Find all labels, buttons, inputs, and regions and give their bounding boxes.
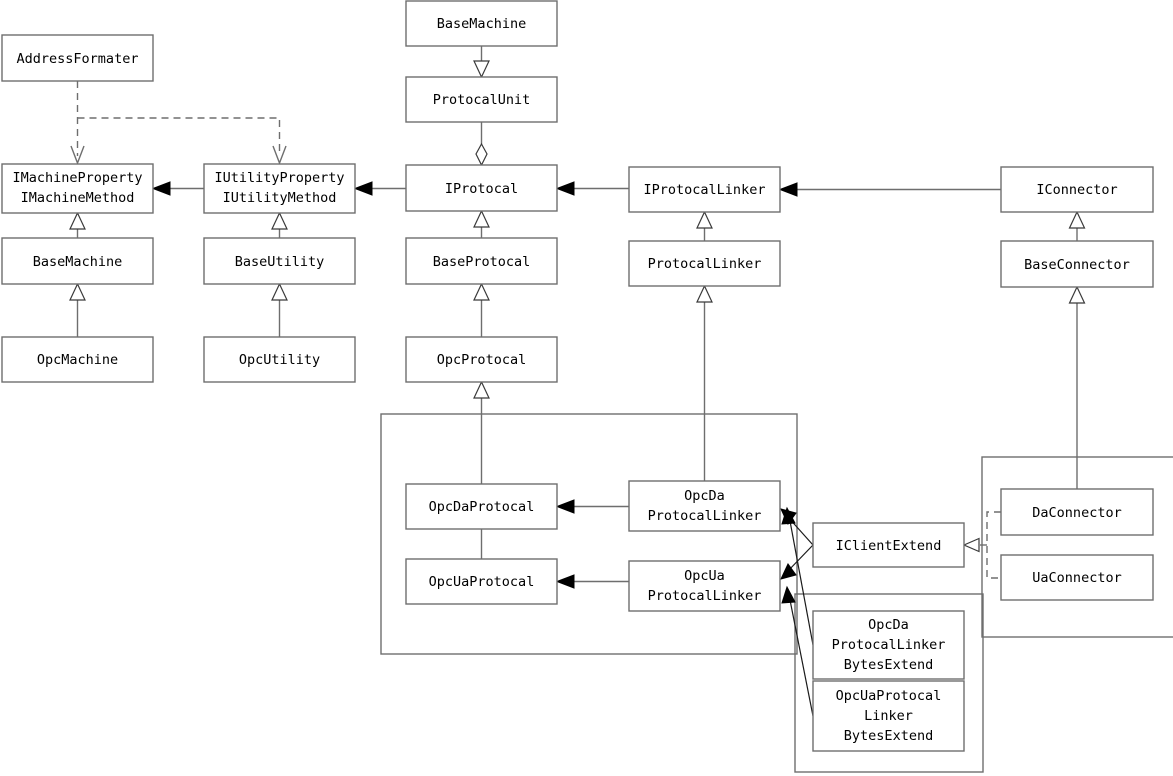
node-label-iutility-property-line1: IUtilityProperty bbox=[214, 170, 344, 186]
node-label-opc-utility: OpcUtility bbox=[239, 352, 320, 368]
node-iconnector[interactable]: IConnector bbox=[1000, 166, 1154, 213]
node-label-opc-protocal: OpcProtocal bbox=[437, 352, 526, 368]
node-label-base-machine-top: BaseMachine bbox=[437, 16, 526, 32]
node-label-opc-ua-protocal-linker-line2: ProtocalLinker bbox=[648, 588, 762, 604]
node-label-imachine-property-line1: IMachineProperty bbox=[12, 170, 142, 186]
arrowhead-association-opcuaprotocal bbox=[555, 574, 575, 589]
node-label-opc-ua-bytes-extend-line2: Linker bbox=[864, 708, 913, 724]
edge-opcuabytesextend-opcualinker bbox=[789, 599, 814, 717]
group-connector-region bbox=[981, 456, 1173, 638]
node-opc-ua-protocal-linker[interactable]: OpcUa ProtocalLinker bbox=[628, 560, 781, 612]
arrowhead-generalization-iutilityproperty2 bbox=[271, 211, 288, 230]
node-base-machine-left[interactable]: BaseMachine bbox=[1, 237, 154, 285]
node-label-opc-da-protocal-linker-line1: OpcDa bbox=[684, 488, 725, 504]
arrowhead-aggregation-iprotocal bbox=[475, 142, 488, 167]
arrowhead-association-iprotocal bbox=[555, 181, 575, 196]
arrowhead-generalization-iprotocal bbox=[473, 209, 490, 228]
node-base-utility[interactable]: BaseUtility bbox=[203, 237, 356, 285]
arrowhead-association-opcualinker-from-bytes bbox=[781, 585, 796, 604]
class-boxes: AddressFormater IMachineProperty IMachin… bbox=[1, 0, 1154, 752]
node-label-opc-ua-protocal: OpcUaProtocal bbox=[429, 574, 535, 590]
edge-addressformater-iutilityproperty bbox=[77, 117, 281, 156]
arrowhead-association-opcdalinker-from-bytes bbox=[781, 506, 796, 525]
node-opc-da-protocal-linker[interactable]: OpcDa ProtocalLinker bbox=[628, 480, 781, 532]
node-label-address-formater: AddressFormater bbox=[17, 51, 139, 67]
node-opc-protocal[interactable]: OpcProtocal bbox=[405, 336, 558, 383]
arrowhead-association-imachineproperty bbox=[151, 181, 171, 196]
node-da-connector[interactable]: DaConnector bbox=[1000, 488, 1154, 536]
node-iclient-extend[interactable]: IClientExtend bbox=[812, 522, 965, 568]
node-label-iclient-extend: IClientExtend bbox=[836, 538, 942, 554]
node-imachine-property[interactable]: IMachineProperty IMachineMethod bbox=[1, 163, 154, 214]
node-label-protocal-linker: ProtocalLinker bbox=[648, 256, 762, 272]
edge-connectors-iclientextend bbox=[986, 511, 1001, 579]
node-iprotocal[interactable]: IProtocal bbox=[405, 164, 558, 212]
node-iutility-property[interactable]: IUtilityProperty IUtilityMethod bbox=[203, 163, 356, 214]
edge-opcdabytesextend-opcdalinker bbox=[789, 520, 814, 646]
arrowhead-generalization-iprotocallinker bbox=[696, 210, 713, 229]
node-base-connector[interactable]: BaseConnector bbox=[1000, 240, 1154, 288]
node-opc-utility[interactable]: OpcUtility bbox=[203, 336, 356, 383]
node-label-iconnector: IConnector bbox=[1036, 182, 1117, 198]
arrowhead-generalization-imachineproperty bbox=[69, 211, 86, 230]
arrowhead-association-iutilityproperty bbox=[353, 181, 373, 196]
arrowhead-dependency-iutilityproperty bbox=[272, 145, 287, 165]
node-label-base-protocal: BaseProtocal bbox=[433, 254, 531, 270]
node-opc-da-bytes-extend[interactable]: OpcDa ProtocalLinker BytesExtend bbox=[812, 610, 965, 680]
arrowhead-generalization-baseutility bbox=[271, 282, 288, 301]
arrowhead-association-opcualinker-from-iclient bbox=[780, 563, 797, 580]
node-label-opc-ua-protocal-linker-line1: OpcUa bbox=[684, 568, 725, 584]
node-label-iprotocal-linker: IProtocalLinker bbox=[644, 182, 766, 198]
node-label-da-connector: DaConnector bbox=[1032, 505, 1121, 521]
node-protocal-unit[interactable]: ProtocalUnit bbox=[405, 76, 558, 123]
node-address-formater[interactable]: AddressFormater bbox=[1, 34, 154, 82]
arrowhead-generalization-protocalunit bbox=[473, 60, 490, 79]
group-bytes-extend-region bbox=[794, 593, 984, 773]
node-opc-ua-bytes-extend[interactable]: OpcUaProtocal Linker BytesExtend bbox=[812, 680, 965, 752]
node-label-ua-connector: UaConnector bbox=[1032, 570, 1121, 586]
arrowhead-generalization-basemachineleft bbox=[69, 282, 86, 301]
node-opc-ua-protocal[interactable]: OpcUaProtocal bbox=[405, 558, 558, 605]
node-label-base-connector: BaseConnector bbox=[1024, 257, 1130, 273]
arrowhead-generalization-opcprotocal bbox=[473, 380, 490, 399]
node-label-opc-da-bytes-extend-line2: ProtocalLinker bbox=[832, 637, 946, 653]
node-opc-da-protocal[interactable]: OpcDaProtocal bbox=[405, 483, 558, 530]
node-label-opc-da-bytes-extend-line1: OpcDa bbox=[868, 617, 909, 633]
arrowhead-generalization-baseconnector bbox=[1068, 285, 1086, 304]
node-label-protocal-unit: ProtocalUnit bbox=[433, 92, 531, 108]
arrowhead-association-opcdaprotocal bbox=[555, 499, 575, 514]
arrowhead-generalization-baseprotocal bbox=[473, 282, 490, 301]
arrowhead-generalization-iconnector bbox=[1068, 210, 1086, 229]
node-base-machine-top[interactable]: BaseMachine bbox=[405, 0, 558, 47]
node-label-opc-da-protocal-linker-line2: ProtocalLinker bbox=[648, 508, 762, 524]
arrowhead-dependency-imachineproperty bbox=[70, 145, 85, 165]
node-protocal-linker[interactable]: ProtocalLinker bbox=[628, 240, 781, 287]
node-base-protocal[interactable]: BaseProtocal bbox=[405, 237, 558, 285]
node-label-opc-da-protocal: OpcDaProtocal bbox=[429, 499, 535, 515]
node-iprotocal-linker[interactable]: IProtocalLinker bbox=[628, 166, 781, 213]
node-label-opc-ua-bytes-extend-line3: BytesExtend bbox=[844, 728, 933, 744]
node-ua-connector[interactable]: UaConnector bbox=[1000, 554, 1154, 601]
arrowhead-generalization-protocallinker bbox=[696, 284, 713, 303]
node-label-iutility-property-line2: IUtilityMethod bbox=[223, 190, 337, 206]
node-label-imachine-property-line2: IMachineMethod bbox=[21, 190, 135, 206]
node-label-opc-machine: OpcMachine bbox=[37, 352, 118, 368]
node-label-opc-da-bytes-extend-line3: BytesExtend bbox=[844, 657, 933, 673]
edges bbox=[69, 46, 1086, 717]
arrowhead-association-iprotocallinker bbox=[778, 182, 798, 197]
node-label-opc-ua-bytes-extend-line1: OpcUaProtocal bbox=[836, 688, 942, 704]
group-protocal-linker-region bbox=[380, 413, 798, 655]
arrowhead-realization-iclientextend bbox=[962, 537, 980, 553]
node-label-iprotocal: IProtocal bbox=[445, 181, 518, 197]
edge-iclientextend-opcualinker bbox=[786, 544, 814, 573]
node-label-base-utility: BaseUtility bbox=[235, 254, 324, 270]
node-opc-machine[interactable]: OpcMachine bbox=[1, 336, 154, 383]
group-rectangles bbox=[380, 413, 1173, 773]
node-label-base-machine-left: BaseMachine bbox=[33, 254, 122, 270]
